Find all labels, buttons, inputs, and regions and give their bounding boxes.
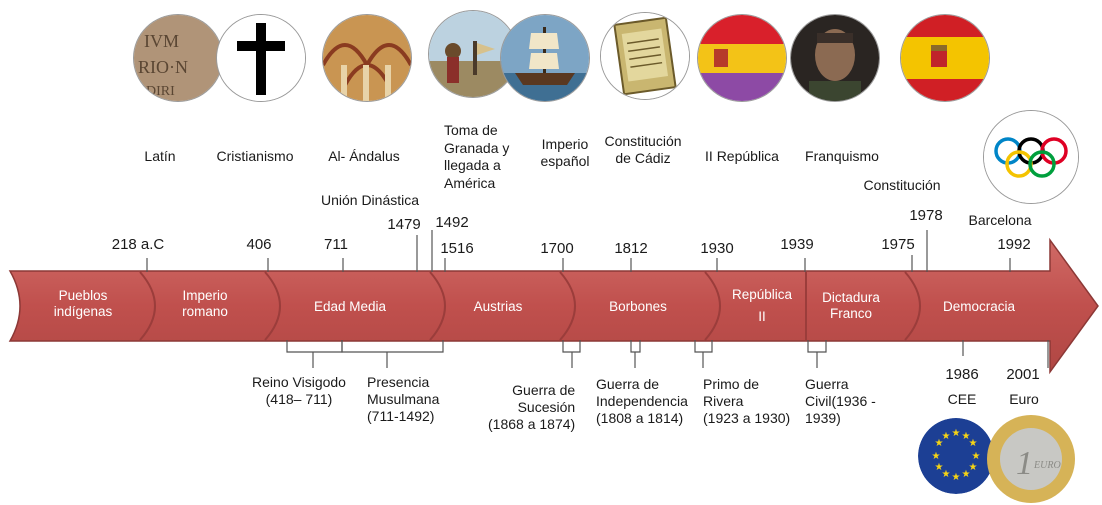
label-cee: CEE xyxy=(947,391,977,407)
svg-text:★: ★ xyxy=(942,431,951,442)
label-alandalus: Al- Ándalus xyxy=(328,148,400,164)
svg-text:★: ★ xyxy=(942,469,951,480)
segment-dividers xyxy=(139,271,921,341)
top-ticks xyxy=(146,230,1011,272)
franco-portrait-image xyxy=(790,14,880,102)
year-1930: 1930 xyxy=(700,240,734,257)
eu-flag-image: ★★★ ★★★ ★★★ ★★★ xyxy=(918,418,994,494)
olympic-rings-icon xyxy=(983,110,1079,204)
year-1978: 1978 xyxy=(909,207,943,224)
segment-edad-media: Edad Media xyxy=(313,299,387,314)
segment-borbones: Borbones xyxy=(609,299,667,314)
year-1479: 1479 xyxy=(387,216,421,233)
label-constitucion: Constitución xyxy=(863,177,941,193)
svg-text:★: ★ xyxy=(952,472,961,483)
svg-text:★: ★ xyxy=(952,428,961,439)
svg-text:★: ★ xyxy=(962,469,971,480)
label-union-dinastica: Unión Dinástica xyxy=(320,192,420,208)
label-ii-republica: II República xyxy=(705,148,779,164)
year-1516: 1516 xyxy=(440,240,474,257)
latin-image: IVM RIO·N DIRI xyxy=(133,14,223,102)
label-granada: Toma de Granada y llegada a América xyxy=(444,122,510,191)
label-reino-visigodo: Reino Visigodo(418– 711) xyxy=(252,374,346,407)
euro-coin-image: 1 EURO xyxy=(986,414,1076,504)
label-euro: Euro xyxy=(1009,391,1039,407)
svg-text:1: 1 xyxy=(1016,445,1033,482)
year-1812: 1812 xyxy=(614,240,648,257)
year-1986: 1986 xyxy=(945,366,979,383)
year-2001: 2001 xyxy=(1006,366,1040,383)
svg-text:★: ★ xyxy=(935,462,944,473)
bottom-brackets xyxy=(286,340,1049,368)
year-1939: 1939 xyxy=(780,236,814,253)
svg-text:IVM: IVM xyxy=(144,31,179,51)
spain-flag-image xyxy=(900,14,990,102)
year-711: 711 xyxy=(324,236,348,253)
segment-austrias: Austrias xyxy=(473,299,523,314)
svg-text:EURO: EURO xyxy=(1033,460,1061,471)
label-cadiz: Constitución de Cádiz xyxy=(604,133,682,166)
label-barcelona: Barcelona xyxy=(968,212,1032,228)
segment-democracia: Democracia xyxy=(942,299,1016,314)
year-1700: 1700 xyxy=(540,240,574,257)
cross-icon xyxy=(216,14,306,102)
alandalus-image xyxy=(322,14,412,102)
cadiz-book-image xyxy=(600,12,690,100)
svg-text:★: ★ xyxy=(962,431,971,442)
year-1975: 1975 xyxy=(881,236,915,253)
svg-text:★: ★ xyxy=(935,438,944,449)
svg-text:★: ★ xyxy=(969,462,978,473)
year-1992: 1992 xyxy=(997,236,1031,253)
svg-text:RIO·N: RIO·N xyxy=(138,57,188,77)
label-latin: Latín xyxy=(144,148,176,164)
label-imperio-espanol: Imperio español xyxy=(540,136,590,169)
svg-text:★: ★ xyxy=(969,438,978,449)
label-cristianismo: Cristianismo xyxy=(216,148,294,164)
arrow-body xyxy=(8,237,1099,375)
year-1492: 1492 xyxy=(435,214,469,231)
label-franquismo: Franquismo xyxy=(805,148,879,164)
svg-text:★: ★ xyxy=(932,451,941,462)
galleon-image xyxy=(500,14,590,102)
republic-flag-image xyxy=(697,14,787,102)
svg-text:★: ★ xyxy=(972,451,981,462)
year-406: 406 xyxy=(246,236,272,253)
year-218ac: 218 a.C xyxy=(111,236,165,253)
